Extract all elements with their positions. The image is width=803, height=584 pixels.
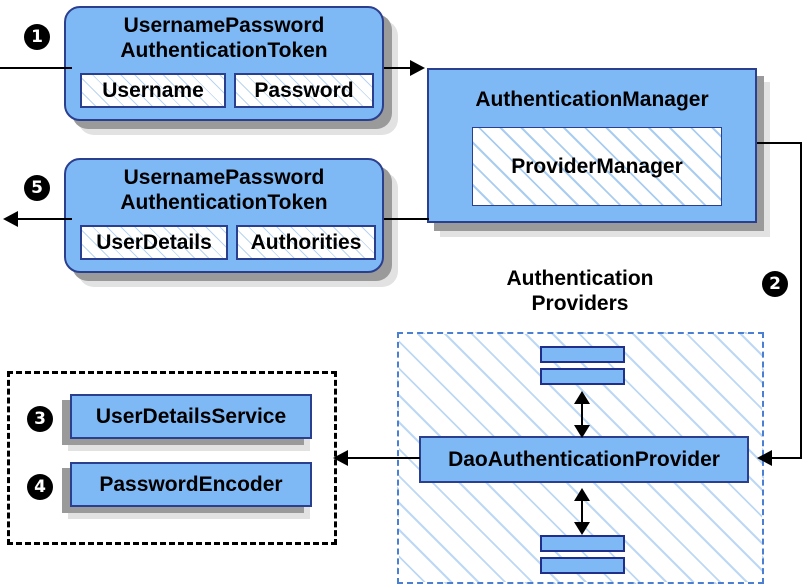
response-token-title-line2: AuthenticationToken [120,191,328,214]
connector-into-dao-provider [762,457,802,459]
response-token-slot-authorities[interactable]: Authorities [236,225,376,260]
step-badge-2: 2 [762,271,788,297]
connector-providers-bottom-arrow-up [574,488,590,501]
authentication-providers-title-line1: Authentication [506,267,654,290]
step-badge-5: 5 [24,175,50,201]
collapsed-provider-top-2[interactable] [540,368,625,385]
collapsed-provider-bottom-2[interactable] [540,557,625,574]
connector-providers-bottom-stem [581,492,583,530]
connector-right-vertical [800,142,802,458]
connector-outbound-response [18,218,72,220]
connector-manager-right-stub [757,142,802,144]
connector-token-to-manager [384,67,422,69]
step-badge-3: 3 [27,406,53,432]
authentication-providers-title-line2: Providers [531,292,629,315]
user-details-service-box[interactable]: UserDetailsService [70,394,312,439]
connector-inbound-request [0,67,72,69]
request-token-slot-password[interactable]: Password [234,73,374,108]
provider-manager-box[interactable]: ProviderManager [472,127,722,206]
connector-providers-bottom-arrow-down [574,522,590,535]
request-token-card[interactable]: UsernamePassword AuthenticationToken Use… [64,6,384,121]
dao-authentication-provider-box[interactable]: DaoAuthenticationProvider [419,436,749,483]
authentication-manager-card[interactable]: AuthenticationManager ProviderManager [427,68,757,223]
collapsed-provider-top-1[interactable] [540,346,625,363]
request-token-slot-username[interactable]: Username [80,73,226,108]
step-badge-4: 4 [27,474,53,500]
connector-providers-top-stem [581,395,583,433]
password-encoder-box[interactable]: PasswordEncoder [70,462,312,507]
connector-dao-to-collaborators [348,457,420,459]
step-badge-1: 1 [24,24,50,50]
connector-outbound-response-arrowhead [3,211,18,227]
connector-into-dao-provider-arrowhead [757,450,772,466]
response-token-slot-userdetails[interactable]: UserDetails [80,225,228,260]
connector-providers-top-arrow-down [574,425,590,438]
request-token-title-line1: UsernamePassword [123,14,325,37]
collapsed-provider-bottom-1[interactable] [540,535,625,552]
connector-token-to-manager-arrowhead [410,60,425,76]
connector-manager-to-response-token [384,218,429,220]
authentication-manager-title: AuthenticationManager [475,88,709,111]
response-token-title-line1: UsernamePassword [123,166,325,189]
request-token-title-line2: AuthenticationToken [120,39,328,62]
response-token-card[interactable]: UsernamePassword AuthenticationToken Use… [64,158,384,273]
connector-dao-to-collaborators-arrowhead [333,450,348,466]
connector-providers-top-arrow-up [574,391,590,404]
